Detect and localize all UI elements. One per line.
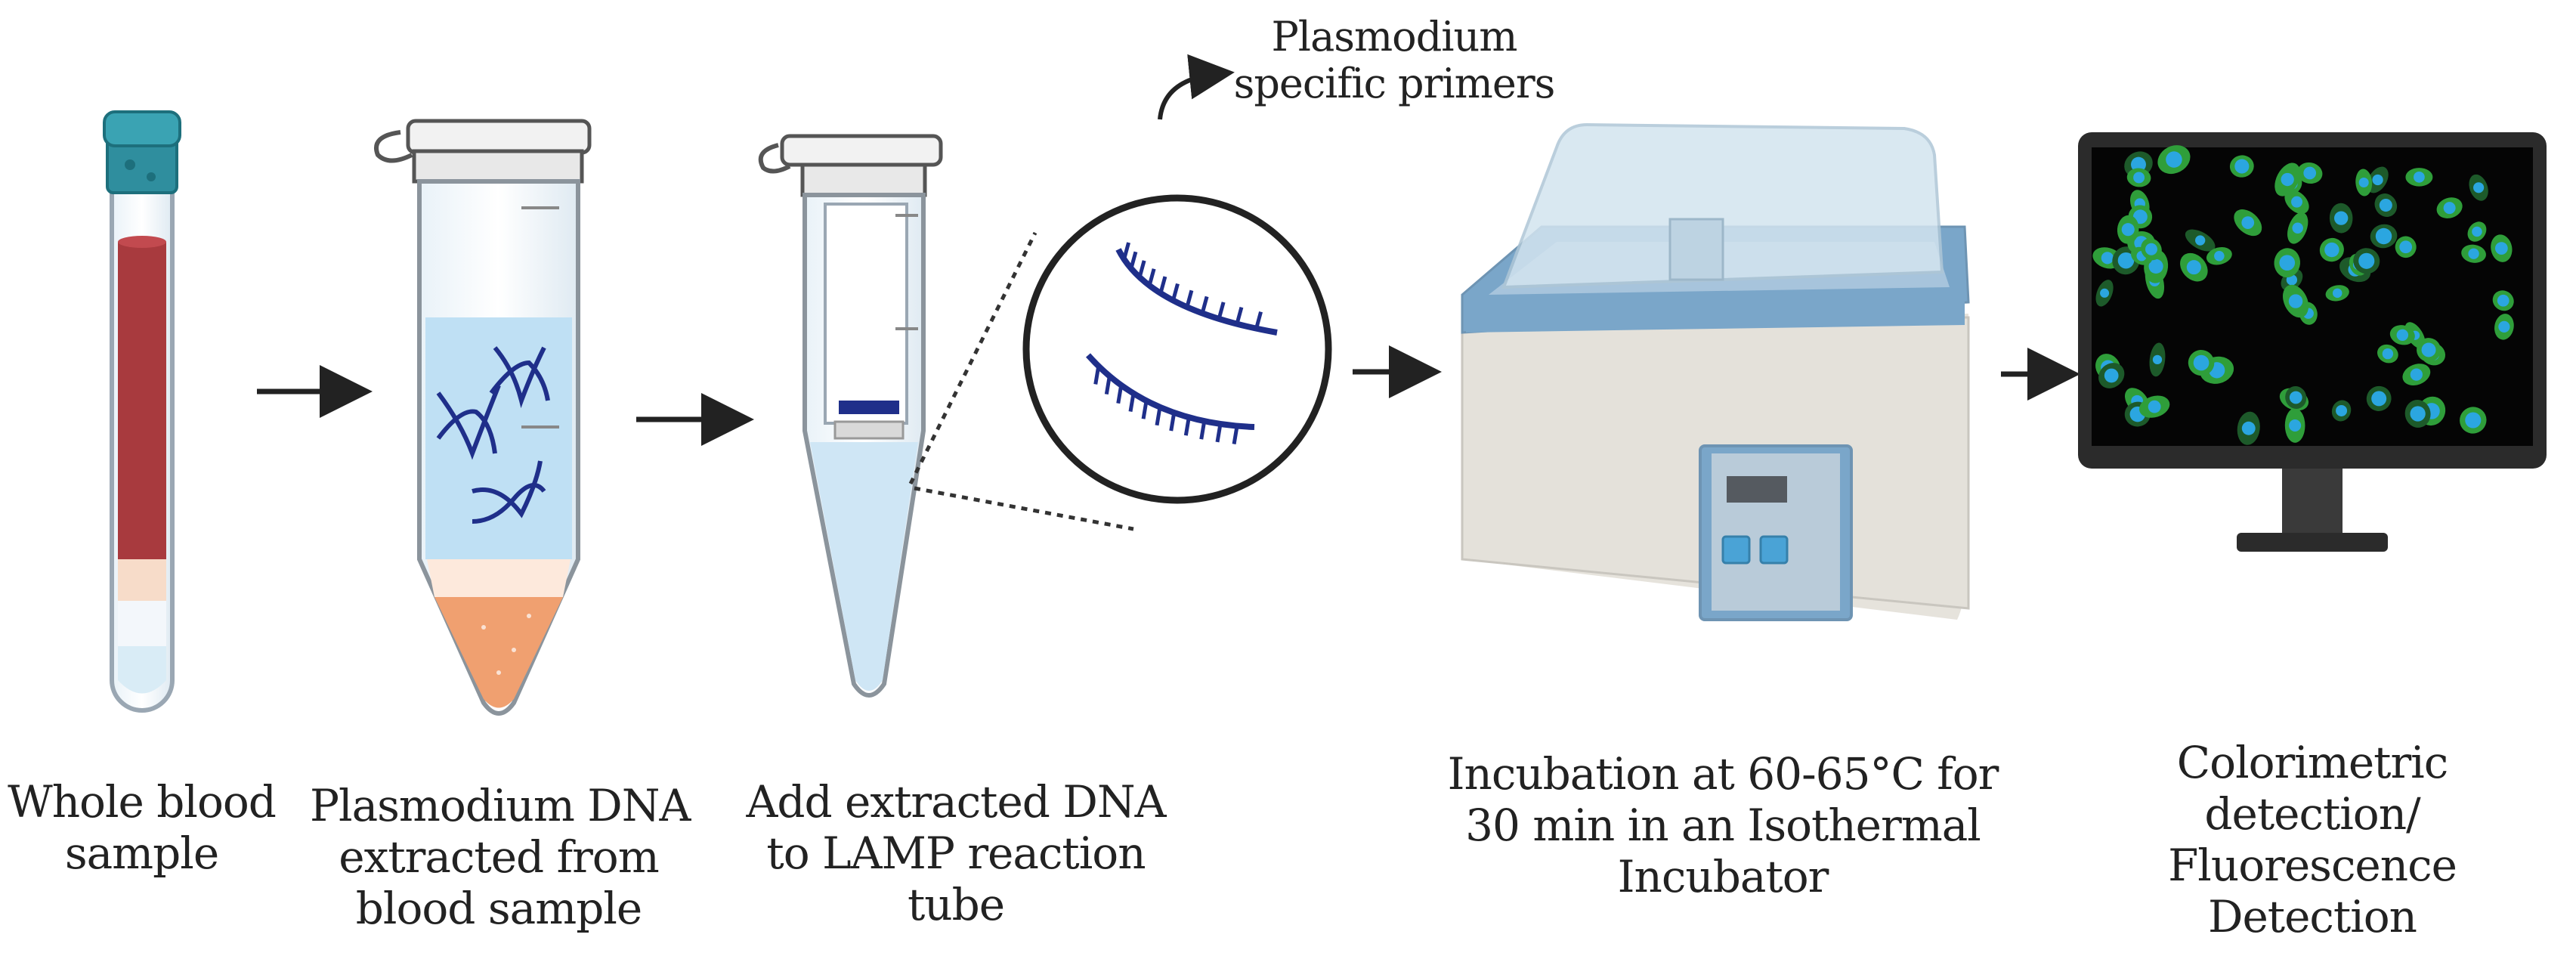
cell-nucleus xyxy=(2166,151,2182,168)
cell-nucleus xyxy=(2214,250,2225,261)
zoom-line-bottom xyxy=(914,486,1134,531)
primer-tick xyxy=(1183,416,1191,436)
cell-nucleus xyxy=(2145,243,2157,255)
cell-nucleus xyxy=(2104,368,2119,383)
cell-nucleus xyxy=(2193,354,2210,371)
cell-nucleus xyxy=(2234,159,2250,174)
cell-nucleus xyxy=(2332,288,2343,299)
primer-tick xyxy=(1137,260,1146,278)
primer-tick xyxy=(1128,393,1136,412)
cell-nucleus xyxy=(2289,419,2302,432)
cell-nucleus xyxy=(2410,368,2423,381)
primer-tick xyxy=(1232,425,1239,444)
cell-nucleus xyxy=(2291,196,2302,208)
primer-tick xyxy=(1155,407,1162,426)
primer-tick xyxy=(1104,376,1112,395)
primer-tick xyxy=(1185,289,1194,308)
dna-icon xyxy=(436,346,550,524)
cell-nucleus xyxy=(2117,252,2135,269)
cell-nucleus xyxy=(2131,156,2146,172)
cell-nucleus xyxy=(2148,258,2163,274)
cell-nucleus xyxy=(2241,421,2256,435)
cell-nucleus xyxy=(2465,412,2482,429)
fluorescence-monitor-icon xyxy=(2078,132,2547,552)
cell-nucleus xyxy=(2148,400,2161,413)
zoom-line-top xyxy=(908,231,1038,485)
primer-tick xyxy=(1200,295,1209,314)
primer-tick xyxy=(1129,251,1138,269)
cell-nucleus xyxy=(2324,242,2339,258)
cell-nucleus xyxy=(2279,255,2296,271)
cell-nucleus xyxy=(2286,274,2298,286)
cell-nucleus xyxy=(2473,182,2485,193)
cell-nucleus xyxy=(2100,288,2110,298)
cell-nucleus xyxy=(2379,198,2392,212)
cell-nucleus xyxy=(2358,177,2369,188)
cell-nucleus xyxy=(2414,171,2425,183)
cell-nucleus xyxy=(2288,294,2303,308)
cell-nucleus xyxy=(2443,202,2456,215)
primer-tick xyxy=(1199,420,1207,440)
cell-nucleus xyxy=(2101,252,2114,265)
cell-nucleus xyxy=(2372,174,2383,186)
primer-tick xyxy=(1141,400,1149,419)
cell-nucleus xyxy=(2121,223,2135,237)
cell-nucleus xyxy=(2396,329,2409,342)
cell-nucleus xyxy=(2497,294,2510,307)
cell-nucleus xyxy=(2399,240,2413,254)
cell-nucleus xyxy=(2336,404,2348,416)
primer-tick xyxy=(1217,302,1226,320)
primer-tick xyxy=(1169,412,1177,432)
cell-nucleus xyxy=(2382,348,2394,360)
primer-tick xyxy=(1171,283,1180,302)
cell-nucleus xyxy=(2371,391,2387,407)
primer-tick xyxy=(1158,276,1167,294)
isothermal-incubator-icon xyxy=(1461,122,1970,621)
cell-nucleus xyxy=(2292,222,2303,234)
cell-nucleus xyxy=(2468,248,2479,259)
cell-nucleus xyxy=(2195,235,2206,246)
extraction-tube-icon xyxy=(374,119,592,716)
cell-nucleus xyxy=(2494,242,2508,255)
cell-nucleus xyxy=(2289,391,2302,404)
primer-zoom-circle xyxy=(1022,194,1332,504)
cell-nucleus xyxy=(2410,406,2426,422)
primer-tick xyxy=(1116,385,1124,404)
primer-tick xyxy=(1254,311,1263,330)
cell-nucleus xyxy=(2358,252,2375,269)
primer-tick xyxy=(1147,268,1156,286)
cell-nucleus xyxy=(2152,354,2163,365)
primer-arrow xyxy=(1158,54,1235,120)
cell-nucleus xyxy=(2241,216,2255,229)
cell-nucleus xyxy=(2133,172,2145,184)
cell-nucleus xyxy=(2498,320,2510,333)
cell-nucleus xyxy=(2303,166,2317,180)
cell-nucleus xyxy=(2281,172,2294,187)
primer-tick xyxy=(1093,365,1101,385)
primer-tick xyxy=(1235,306,1244,325)
lamp-tube-icon xyxy=(758,134,943,698)
cell-nucleus xyxy=(2375,227,2392,245)
primer-tick xyxy=(1122,242,1130,260)
cell-nucleus xyxy=(2472,226,2482,237)
cell-nucleus xyxy=(2421,342,2436,357)
primer-tick xyxy=(1215,423,1223,443)
blood-tube-icon xyxy=(103,110,181,713)
fluorescent-cells xyxy=(2092,145,2514,445)
cell-nucleus xyxy=(2186,260,2201,275)
cell-nucleus xyxy=(2333,211,2349,225)
